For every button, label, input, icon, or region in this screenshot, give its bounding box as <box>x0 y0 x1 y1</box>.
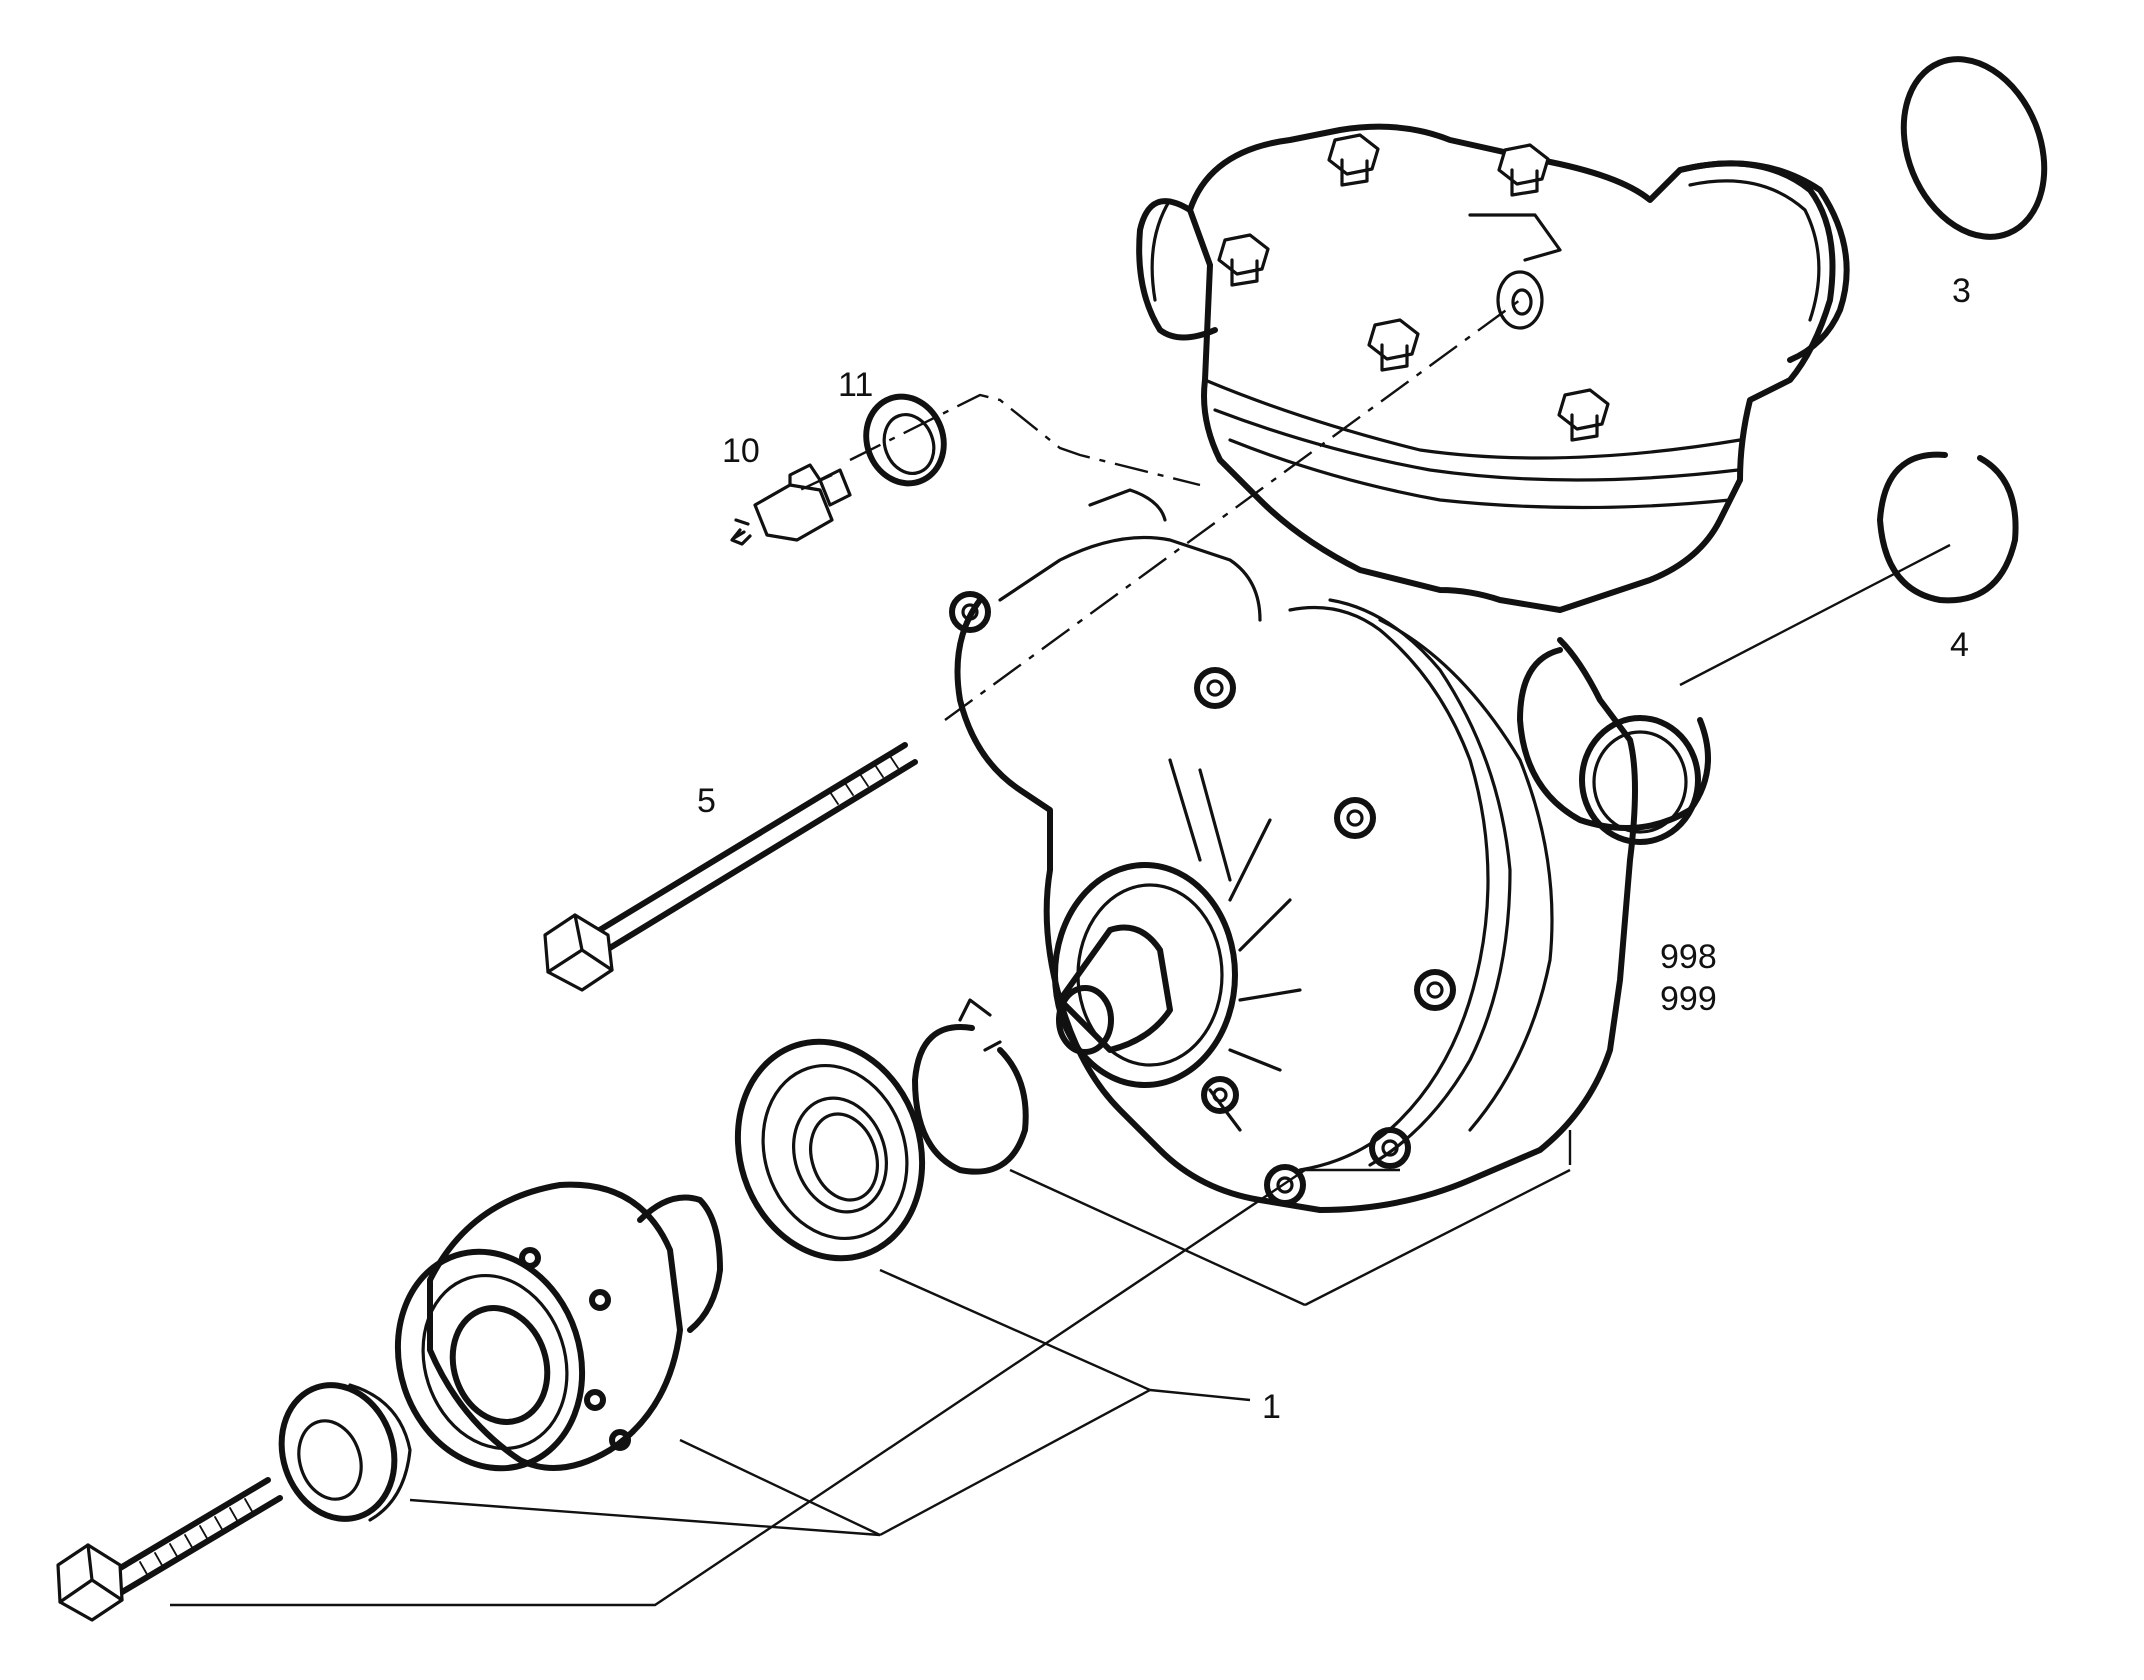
head-bolt-1 <box>1327 133 1380 187</box>
short-bolt <box>56 1477 283 1622</box>
spacer-washer <box>278 1382 412 1522</box>
head-bolt-3 <box>1217 233 1270 287</box>
part-10-temperature-sensor <box>730 463 852 546</box>
part-11-sealing-washer <box>863 393 947 487</box>
head-bolt-2 <box>1497 143 1550 197</box>
part-4-retaining-ring <box>1877 451 2019 604</box>
head-bolt-4 <box>1367 318 1420 372</box>
head-bolt-5 <box>1557 388 1610 442</box>
part-3-o-ring <box>1900 56 2048 240</box>
label-model-999: 999 <box>1660 980 1717 1018</box>
label-part-4: 4 <box>1950 626 1969 664</box>
assembly-axis-lines <box>799 299 1951 721</box>
label-part-10: 10 <box>722 432 760 470</box>
part-5-long-bolt <box>543 742 918 992</box>
part-1-leader-lines <box>170 1130 1572 1607</box>
circlip <box>912 998 1029 1175</box>
pulley-hub <box>394 1181 723 1472</box>
ball-bearing <box>734 1038 926 1262</box>
label-model-998: 998 <box>1660 938 1717 976</box>
label-part-5: 5 <box>697 782 716 820</box>
label-part-3: 3 <box>1952 272 1971 310</box>
label-part-11: 11 <box>838 366 873 404</box>
pump-housing <box>949 123 1850 1213</box>
label-part-1: 1 <box>1262 1388 1281 1426</box>
